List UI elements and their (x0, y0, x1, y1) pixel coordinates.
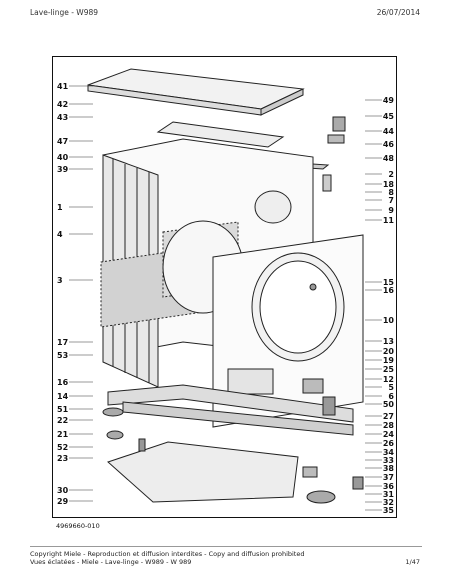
part-number-label: 8 (388, 188, 394, 197)
part-number-label: 1 (57, 203, 63, 212)
part-number-label: 6 (388, 392, 394, 401)
part-number-label: 43 (57, 113, 68, 122)
part-number-label: 2 (388, 170, 394, 179)
part-number-label: 40 (57, 153, 69, 162)
part-number-label: 17 (57, 338, 68, 347)
footer-copyright: Copyright Miele - Reproduction et diffus… (30, 550, 305, 558)
part-number-label: 11 (383, 216, 395, 225)
part-number-label: 10 (383, 316, 395, 325)
part-number-label: 15 (383, 278, 395, 287)
part-number-label: 39 (57, 165, 69, 174)
part-number-label: 16 (57, 378, 69, 387)
part-number-label: 29 (57, 497, 69, 506)
part-number-label: 52 (57, 443, 68, 452)
part-number-label: 19 (383, 356, 395, 365)
part-number-label: 7 (388, 196, 394, 205)
part-number-label: 36 (383, 482, 395, 491)
part-number-label: 35 (383, 506, 395, 515)
part-number-label: 22 (57, 416, 68, 425)
header-date: 26/07/2014 (376, 8, 420, 17)
footer-divider (30, 546, 422, 547)
part-number-label: 42 (57, 100, 68, 109)
part-number-label: 26 (383, 439, 395, 448)
part-number-label: 32 (383, 498, 394, 507)
page-number: 1/47 (405, 558, 420, 566)
part-number-label: 46 (383, 140, 395, 149)
header-title: Lave-linge - W989 (30, 8, 99, 17)
part-number-label: 3 (57, 276, 63, 285)
part-number-label: 12 (383, 375, 394, 384)
part-number-label: 23 (57, 454, 68, 463)
part-number-label: 48 (383, 154, 395, 163)
washing-machine-drawing (87, 68, 364, 504)
part-number-label: 16 (383, 286, 395, 295)
part-number-label: 18 (383, 180, 395, 189)
part-number-label: 38 (383, 464, 395, 473)
part-number-label: 33 (383, 456, 394, 465)
part-number-label: 37 (383, 473, 394, 482)
part-number-label: 34 (383, 448, 395, 457)
part-number-label: 49 (383, 96, 395, 105)
part-number-label: 45 (383, 112, 395, 121)
part-number-label: 31 (383, 490, 395, 499)
part-number-label: 28 (383, 421, 395, 430)
part-number-label: 25 (383, 365, 395, 374)
part-number-label: 47 (57, 137, 68, 146)
part-number-label: 9 (388, 206, 394, 215)
part-number-label: 27 (383, 412, 394, 421)
part-number-label: 30 (57, 486, 69, 495)
diagram-id-label: 4969660-010 (56, 522, 100, 530)
part-number-label: 13 (383, 337, 394, 346)
part-number-label: 50 (383, 400, 395, 409)
part-number-label: 20 (383, 347, 395, 356)
part-number-label: 53 (57, 351, 68, 360)
part-number-label: 51 (57, 405, 69, 414)
part-number-label: 21 (57, 430, 69, 439)
part-number-label: 5 (388, 383, 394, 392)
part-number-label: 4 (57, 230, 63, 239)
footer-subtitle: Vues éclatées - Miele - Lave-linge - W98… (30, 558, 192, 566)
part-number-label: 14 (57, 392, 69, 401)
part-number-label: 44 (383, 127, 395, 136)
part-number-label: 41 (57, 82, 69, 91)
part-number-label: 24 (383, 430, 395, 439)
